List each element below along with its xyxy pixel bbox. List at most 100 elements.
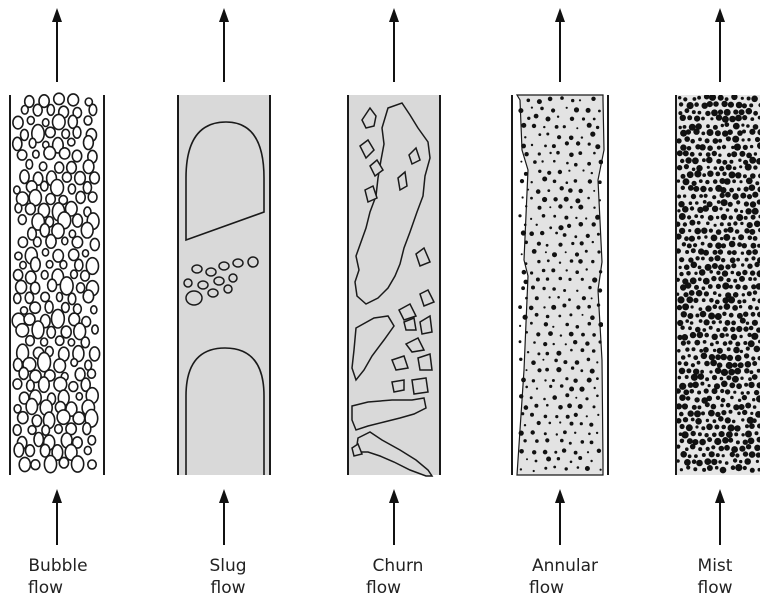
droplet [575,252,579,256]
droplet [746,250,752,256]
droplet [751,312,756,317]
droplet [544,415,548,419]
droplet [595,144,600,149]
droplet [691,262,698,269]
droplet [682,403,688,409]
droplet [553,180,557,184]
droplet [705,111,710,116]
droplet [727,153,731,157]
droplet [715,341,719,345]
droplet [718,249,723,254]
droplet [549,226,552,229]
bubble [45,127,55,137]
droplet [679,257,684,262]
droplet [721,410,726,415]
droplet [745,403,751,409]
droplet [693,97,697,101]
droplet [678,96,681,99]
droplet [712,433,717,438]
droplet [712,375,717,380]
droplet [709,451,715,457]
droplet [533,341,536,344]
droplet [547,189,550,192]
droplet [685,447,689,451]
droplet [747,138,750,141]
droplet [733,221,737,225]
droplet [726,164,732,170]
bubble [52,309,65,328]
droplet [681,186,685,190]
droplet [597,449,601,453]
droplet [711,235,718,242]
droplet [744,216,748,220]
droplet [733,391,736,394]
droplet [563,289,566,292]
droplet [694,170,701,177]
droplet [747,97,751,101]
droplet [734,144,741,151]
churn-flow-label: Churn flow [348,555,448,599]
droplet [595,215,600,220]
droplet [744,187,749,192]
bubble [45,301,53,313]
droplet [711,109,718,116]
droplet [698,447,702,451]
droplet [574,432,576,434]
droplet [716,271,720,275]
bubble [83,290,93,303]
droplet [718,139,722,143]
droplet [719,431,725,437]
droplet [542,177,547,182]
droplet [677,165,682,170]
droplet [543,398,546,401]
droplet [599,199,601,201]
droplet [729,382,735,388]
droplet [683,417,688,422]
droplet [521,378,526,383]
bubble [72,237,82,248]
droplet [725,333,729,337]
droplet [695,327,701,333]
droplet [689,290,695,296]
droplet [699,194,703,198]
droplet [726,208,730,212]
droplet [752,320,758,326]
droplet [725,264,730,269]
droplet [692,459,697,464]
droplet [697,236,701,240]
droplet [707,166,710,169]
bubble [41,181,48,191]
droplet [732,420,736,424]
droplet [692,382,699,389]
droplet [750,270,755,275]
droplet [543,450,548,455]
droplet [711,459,717,465]
droplet [524,241,528,245]
droplet [701,426,705,430]
droplet [740,193,746,199]
droplet [690,139,695,144]
droplet [736,326,742,332]
droplet [688,185,694,191]
droplet [556,351,561,356]
bubble [47,327,55,339]
droplet [569,313,572,316]
droplet [698,373,705,380]
droplet [587,358,591,362]
droplet [525,205,527,207]
droplet [713,349,716,352]
droplet [706,157,713,164]
droplet [590,132,595,137]
droplet [698,432,702,436]
bubble [38,353,51,372]
droplet [728,424,735,431]
droplet [677,349,681,353]
droplet [697,405,701,409]
droplet [686,271,691,276]
droplet [695,314,699,318]
droplet [743,326,748,331]
droplet [742,293,745,296]
bubble [18,215,26,225]
bubble [55,425,63,434]
droplet [680,159,684,163]
